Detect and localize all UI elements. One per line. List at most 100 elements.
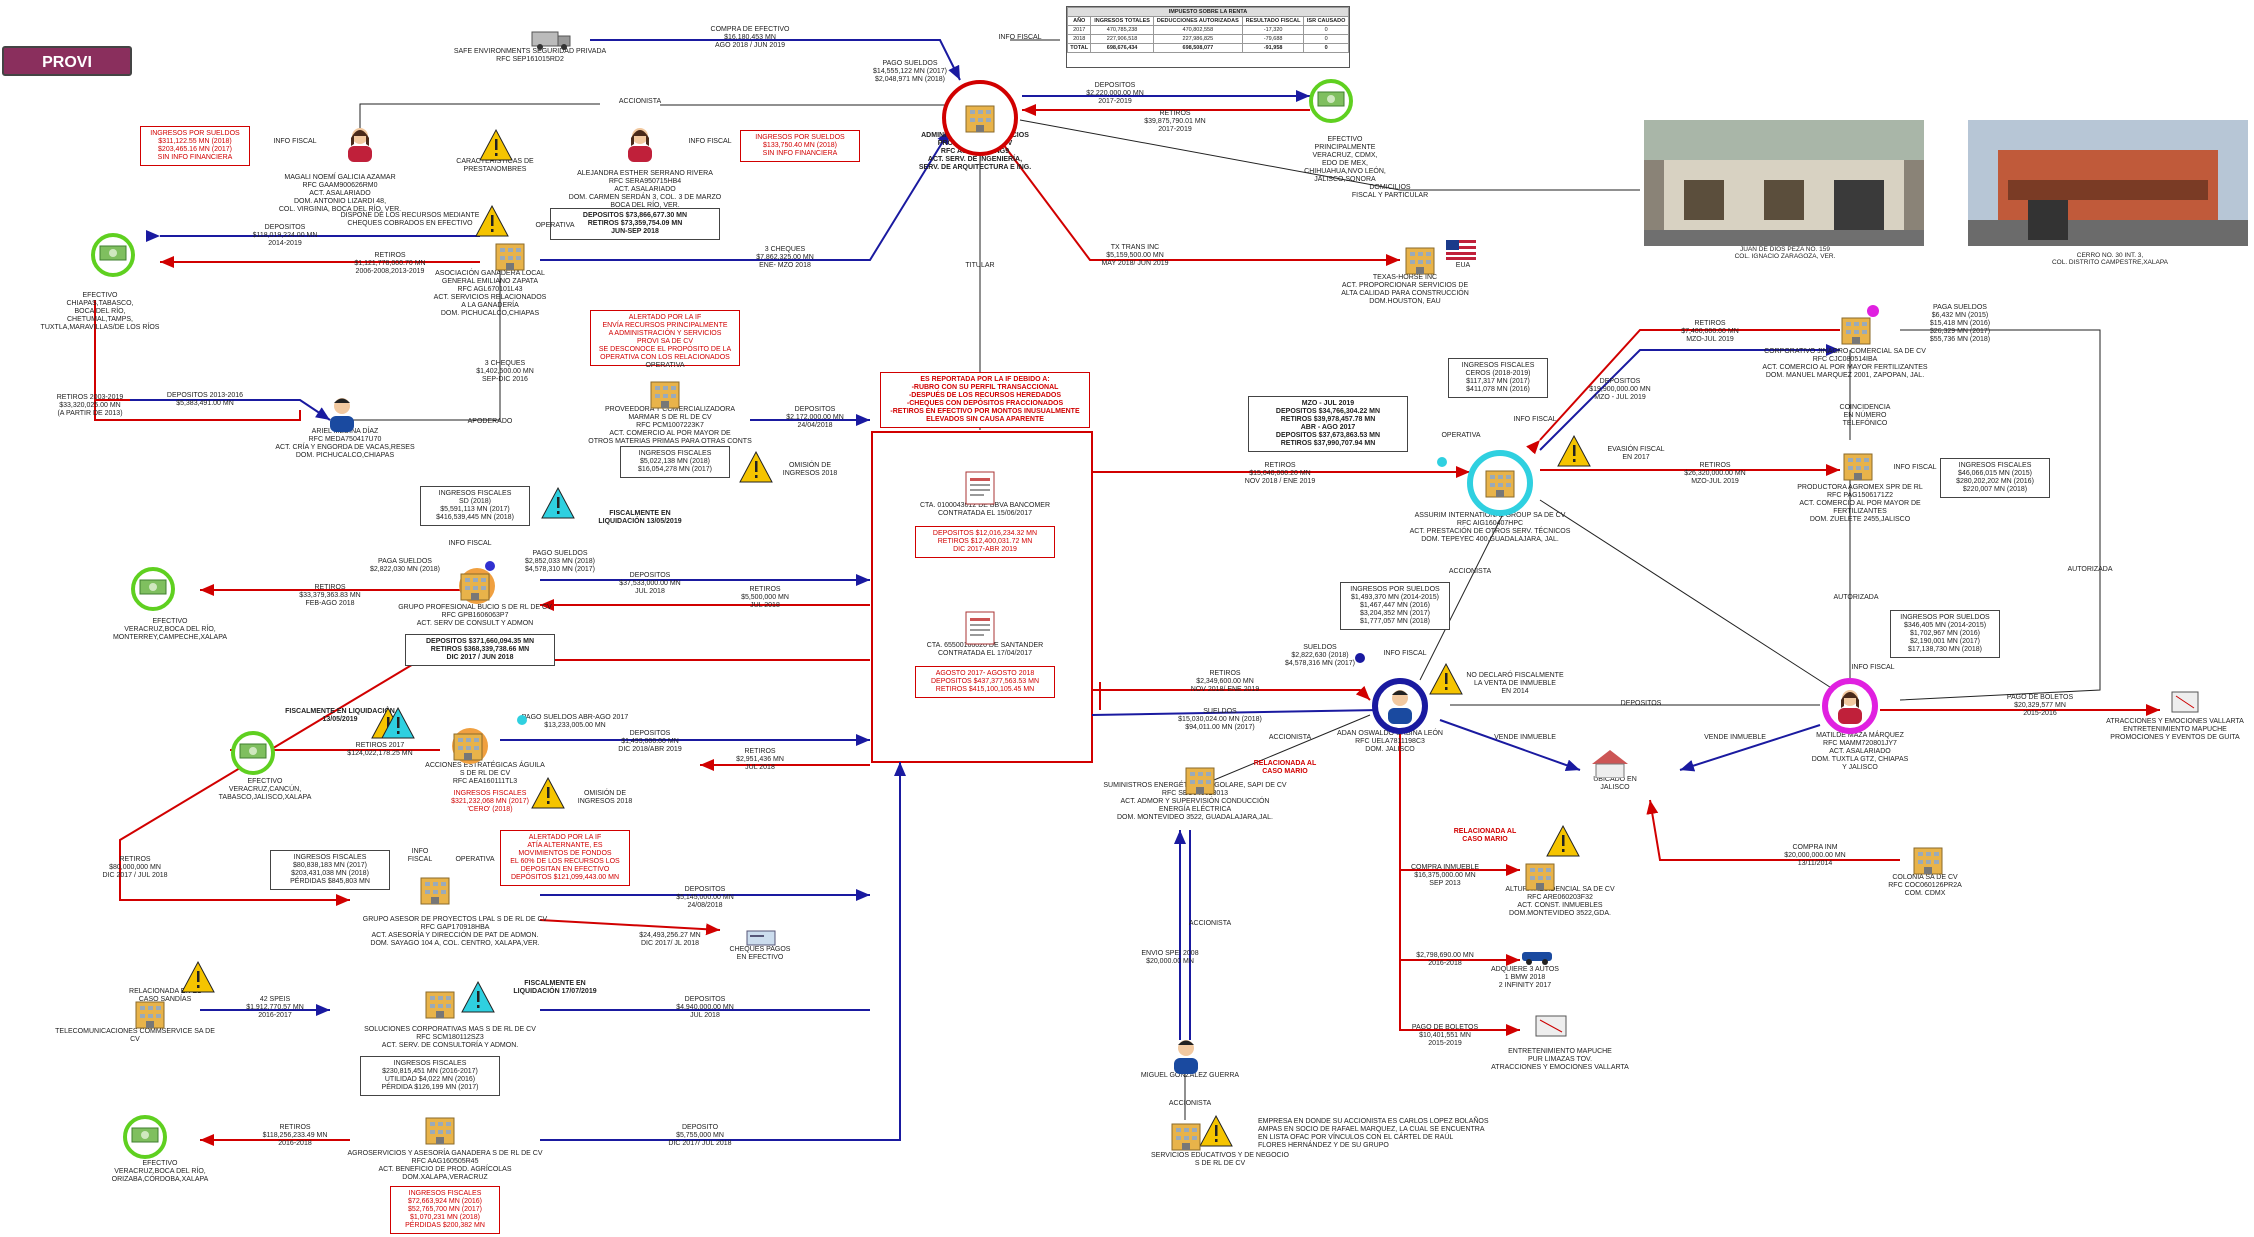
matilde-pago: PAGO DE BOLETOS $20,329,577 MN 2015-2016: [2006, 694, 2074, 717]
ariel-person-icon: [330, 398, 354, 432]
grupo-asesor-ingresos: INGRESOS FISCALES $80,838,183 MN (2017) …: [270, 850, 390, 890]
adan-ingresos: INGRESOS POR SUELDOS $1,493,370 MN (2014…: [1340, 582, 1450, 630]
blue-dot-icon: [1355, 653, 1365, 663]
proveedora-operativa: OPERATIVA: [645, 362, 685, 369]
warning-icon: [475, 204, 509, 237]
altura-pago: PAGO DE BOLETOS $10,401,551 MN 2015-2019: [1411, 1024, 1479, 1047]
matilde-label: MATILDE MAZA MÁRQUEZ RFC MAMM720801JY7 A…: [1811, 732, 1909, 771]
proveedora-building-icon: [650, 381, 680, 409]
warning-cyan-icon: [541, 486, 575, 519]
efectivo-left1-label: EFECTIVO CHIAPAS,TABASCO, BOCA DEL RÍO, …: [40, 292, 160, 331]
suministros-envio: ENVIO SPEI 2008 $20,000.00 MN: [1141, 950, 1199, 965]
acciones-icon: [452, 728, 488, 764]
proveedora-alert: ALERTADO POR LA IF ENVÍA RECURSOS PRINCI…: [590, 310, 740, 366]
car-icon: [1522, 952, 1552, 965]
suministros-rel: RELACIONADA AL CASO MARIO: [1253, 760, 1317, 775]
asociacion-label: ASOCIACIÓN GANADERA LOCAL GENERAL EMILIA…: [433, 270, 547, 317]
alejandra-accionista: ACCIONISTA: [618, 98, 662, 105]
provi-badge: PROVI: [2, 46, 132, 76]
money-node-top-icon: [1309, 79, 1353, 123]
money-node-left1-icon: [91, 233, 135, 277]
productora-autorizada: AUTORIZADA: [1833, 594, 1879, 601]
inmueble-label: UBICADO EN JALISCO: [1593, 776, 1637, 791]
grupo-prof-info: INFO FISCAL: [448, 540, 492, 547]
building-photo-2: [1968, 120, 2248, 246]
corporativo-label: CORPORATIVO JINAGRO COMERCIAL SA DE CV R…: [1762, 348, 1928, 379]
suministros-accionista: ACCIONISTA: [1188, 920, 1232, 927]
tax-cell: 0: [1303, 43, 1349, 53]
assurim-operativa: OPERATIVA: [1441, 432, 1481, 439]
proveedora-label: PROVEEDORA Y COMERCIALIZADORA MARMAR S D…: [588, 406, 752, 445]
atracciones-label: ATRACCIONES Y EMOCIONES VALLARTA ENTRETE…: [2106, 718, 2244, 741]
table-row: 2018 227,906,518 227,986,825 -79,688 0: [1066, 34, 1349, 44]
productora-label: PRODUCTORA AGROMEX SPR DE RL RFC PAG1506…: [1797, 484, 1923, 523]
ariel-depositos: DEPOSITOS 2013-2016 $5,383,491.00 MN: [166, 392, 244, 407]
corporativo-paga: PAGA SUELDOS $6,432 MN (2015) $15,418 MN…: [1929, 304, 1991, 343]
table-row: 2017 470,785,238 470,802,558 -17,320 0: [1066, 25, 1349, 35]
efectivo-left4-label: EFECTIVO VERACRUZ,BOCA DEL RÍO, ORIZABA,…: [111, 1160, 209, 1183]
grupo-prof-fiscalmente: FISCALMENTE EN LIQUIDACIÓN 13/05/2019: [598, 510, 682, 525]
photo-1-caption: JUAN DE DIOS PEZA NO. 159 COL. IGNACIO Z…: [1734, 246, 1836, 260]
tx-country-label: EUA: [1455, 262, 1471, 269]
reportada-box: ES REPORTADA POR LA IF DEBIDO A: -RUBRO …: [880, 372, 1090, 428]
acciones-depositos: DEPOSITOS $1,493,000.00 MN DIC 2018/ABR …: [618, 730, 682, 753]
alejandra-label: ALEJANDRA ESTHER SERRANO RIVERA RFC SERA…: [568, 170, 722, 209]
grupo-prof-depositos: DEPOSITOS $37,533,000.00 MN JUL 2018: [619, 572, 681, 595]
safe-label: SAFE ENVIRONMENTS SEGURIDAD PRIVADA RFC …: [453, 48, 607, 63]
assurim-retiros2: RETIROS $7,400,000.00 MN MZO-JUL 2019: [1681, 320, 1739, 343]
acciones-retiros2: RETIROS $2,951,436 MN JUL 2018: [736, 748, 784, 771]
magenta-dot-icon: [1867, 305, 1879, 317]
cta1-detail: DEPOSITOS $12,016,234.32 MN RETIROS $12,…: [915, 526, 1055, 558]
warning-icon: [531, 776, 565, 809]
soluciones-label: SOLUCIONES CORPORATIVAS MAS S DE RL DE C…: [364, 1026, 536, 1049]
altura-rel: RELACIONADA AL CASO MARIO: [1453, 828, 1517, 843]
tax-cell: 2017: [1066, 25, 1092, 35]
main-company-icon: [942, 80, 1018, 156]
tax-cell: 0: [1303, 25, 1349, 35]
tax-cell: 227,986,825: [1152, 34, 1243, 44]
acciones-pagos: PAGO SUELDOS ABR-AGO 2017 $13,233,005.00…: [521, 714, 629, 729]
servicios-educ-label: SERVICIOS EDUCATIVOS Y DE NEGOCIO S DE R…: [1151, 1152, 1289, 1167]
grupo-prof-ingresos: INGRESOS FISCALES SD (2018) $5,591,113 M…: [420, 486, 530, 526]
tax-table: IMPUESTO SOBRE LA RENTA AÑO INGRESOS TOT…: [1066, 6, 1350, 68]
tax-cell: 470,785,238: [1090, 25, 1154, 35]
adan-vende: VENDE INMUEBLE: [1494, 734, 1556, 741]
soluciones-ingresos: INGRESOS FISCALES $230,815,451 MN (2016-…: [360, 1056, 500, 1096]
matilde-info: INFO FISCAL: [1851, 664, 1895, 671]
telecom-icon: [135, 1001, 165, 1029]
efectivo-left3-label: EFECTIVO VERACRUZ,CANCÚN, TABASCO,JALISC…: [218, 778, 312, 801]
grupo-prof-icon: [459, 568, 495, 604]
servicios-educ-note: EMPRESA EN DONDE SU ACCIONISTA ES CARLOS…: [1258, 1118, 1489, 1149]
caracteristicas-label: CARACTERÍSTICAS DE PRESTANOMBRES: [456, 158, 534, 173]
altura-autos-amt: $2,798,690.00 MN 2016-2018: [1416, 952, 1474, 967]
asociacion-retiros: RETIROS $1,121,778,000.70 MN 2006-2008,2…: [354, 252, 426, 275]
grupo-prof-paso: PAGO SUELDOS $2,852,033 MN (2018) $4,578…: [524, 550, 596, 573]
altura-compra: COMPRA INMUEBLE $16,375,000.00 MN SEP 20…: [1410, 864, 1480, 887]
safe-flow: COMPRA DE EFECTIVO $16,180,453 MN AGO 20…: [710, 26, 790, 49]
miguel-accionista: ACCIONISTA: [1168, 1100, 1212, 1107]
miguel-label: MIGUEL GONZÁLEZ GUERRA: [1140, 1072, 1240, 1079]
productora-ingresos: INGRESOS FISCALES $46,066,015 MN (2015) …: [1940, 458, 2050, 498]
document-icon: [965, 611, 995, 645]
assurim-ingresos: INGRESOS FISCALES CEROS (2018-2019) $117…: [1448, 358, 1548, 398]
tax-cell: 698,676,434: [1090, 43, 1154, 53]
altura-icon: [1525, 863, 1555, 891]
tax-cell: 698,508,077: [1152, 43, 1243, 53]
grupo-asesor-icon: [420, 877, 450, 905]
document-icon: [965, 471, 995, 505]
efectivo-top-label: EFECTIVO PRINCIPALMENTE VERACRUZ, CDMX, …: [1304, 136, 1386, 183]
cyan-dot-icon: [517, 715, 527, 725]
assurim-info-box: MZO - JUL 2019 DEPOSITOS $34,766,304.22 …: [1248, 396, 1408, 452]
productora-info: INFO FISCAL: [1893, 464, 1937, 471]
telecom-flow: 42 SPEIS $1,912,770.57 MN 2016-2017: [246, 996, 304, 1019]
adan-accionista: ACCIONISTA: [1268, 734, 1312, 741]
assurim-icon: [1467, 450, 1533, 516]
adan-label: ADAN OSWALDO URBINA LEÓN RFC UELA7811198…: [1337, 730, 1443, 753]
adan-retiros: RETIROS $2,349,600.00 MN NOV 2018/ ENE 2…: [1190, 670, 1260, 693]
tax-header-ingresos: INGRESOS TOTALES: [1090, 16, 1154, 26]
ariel-cheques: 3 CHEQUES $1,402,500.00 MN SEP-DIC 2016: [476, 360, 534, 383]
servicios-educ-icon: [1171, 1123, 1201, 1151]
grupo-prof-paga: PAGA SUELDOS $2,822,030 MN (2018): [369, 558, 441, 573]
center-pago-sueldos: PAGO SUELDOS $14,555,122 MN (2017) $2,04…: [873, 60, 947, 83]
